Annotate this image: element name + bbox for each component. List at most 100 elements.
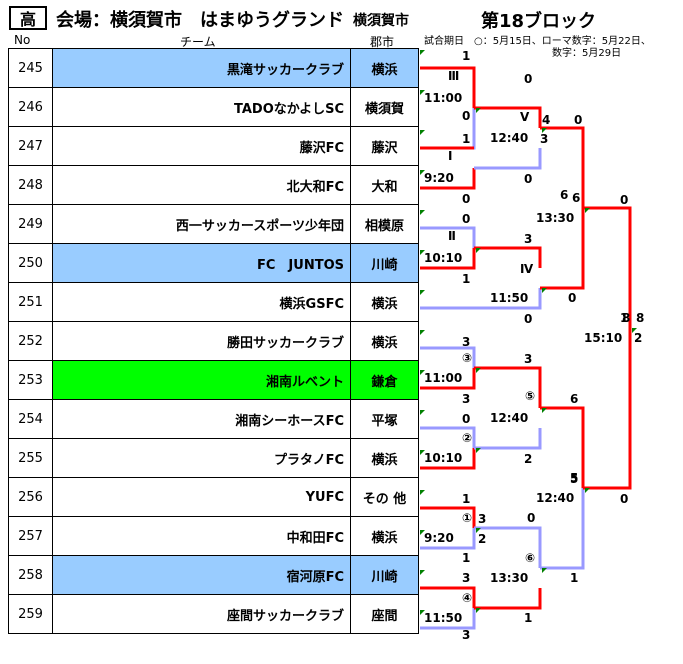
score: 0: [462, 412, 470, 426]
cell-comment-marker: [542, 408, 547, 413]
team-number: 253: [8, 360, 53, 400]
team-number: 250: [8, 243, 53, 283]
score: 6: [572, 191, 580, 205]
team-city: 川崎: [350, 555, 419, 595]
cell-comment-marker: [542, 128, 547, 133]
match-id: ⑥: [525, 551, 535, 565]
cell-comment-marker: [420, 130, 425, 135]
bracket-line: [474, 588, 542, 610]
team-name: 藤沢FC: [52, 126, 351, 166]
team-name: 湘南シーホースFC: [52, 399, 351, 439]
match-time: 13:30: [490, 571, 528, 585]
score: 0: [527, 511, 535, 525]
schedule-note-line: 数字：5月29日: [552, 48, 622, 59]
cell-comment-marker: [420, 370, 425, 375]
match-time: 11:50: [424, 611, 462, 625]
match-time: 12:40: [490, 131, 528, 145]
cell-comment-marker: [420, 330, 425, 335]
block-title: 第18ブロック: [481, 11, 597, 32]
match-id: ⑤: [525, 389, 535, 403]
score: 1: [462, 49, 470, 63]
team-number: 246: [8, 87, 53, 127]
team-number: 258: [8, 555, 53, 595]
match-time: 12:40: [490, 411, 528, 425]
cell-comment-marker: [476, 528, 481, 533]
bracket-line: [420, 226, 476, 248]
team-city: 横浜: [350, 48, 419, 88]
team-number: 256: [8, 477, 53, 517]
score: 1: [570, 571, 578, 585]
bracket-line: [540, 406, 585, 488]
cell-comment-marker: [420, 90, 425, 95]
score: 4: [542, 113, 550, 127]
cell-comment-marker: [420, 410, 425, 415]
bracket-line: [420, 608, 476, 630]
cell-comment-marker: [476, 608, 481, 613]
cell-comment-marker: [420, 450, 425, 455]
column-header-city: 郡市: [370, 35, 395, 49]
bracket-line: [420, 288, 542, 310]
bracket-line: [420, 528, 476, 550]
cell-comment-marker: [420, 250, 425, 255]
score: 1: [462, 132, 470, 146]
bracket-line: [583, 328, 632, 490]
team-name: 中和田FC: [52, 516, 351, 556]
cell-comment-marker: [420, 290, 425, 295]
score: 0: [462, 109, 470, 123]
score: 3: [462, 392, 470, 406]
team-name: 黒滝サッカークラブ: [52, 48, 351, 88]
score: 3: [462, 571, 470, 585]
bracket-line: [420, 506, 476, 528]
bracket-line: [420, 248, 476, 270]
match-time: 10:10: [424, 251, 462, 265]
bracket-line: [540, 126, 585, 208]
bracket-line: [540, 208, 585, 290]
bracket-line: [583, 206, 632, 328]
score: 3: [524, 352, 532, 366]
cell-comment-marker: [585, 208, 590, 213]
bracket-line: [420, 586, 476, 608]
team-name: 宿河原FC: [52, 555, 351, 595]
score: 3: [540, 132, 548, 146]
team-city: 横浜: [350, 282, 419, 322]
score: 0: [524, 72, 532, 86]
bracket-line: [474, 526, 542, 568]
score: 0: [462, 212, 470, 226]
match-id: 8: [622, 311, 630, 325]
score: 0: [568, 291, 576, 305]
cell-comment-marker: [585, 488, 590, 493]
match-time: 15:10: [584, 331, 622, 345]
score: 3: [462, 628, 470, 642]
score: 0: [524, 312, 532, 326]
cell-comment-marker: [542, 568, 547, 573]
score: 0: [620, 193, 628, 207]
bracket-line: [474, 366, 542, 408]
cell-comment-marker: [420, 210, 425, 215]
team-number: 245: [8, 48, 53, 88]
bracket-line: [420, 426, 476, 448]
bracket-line: [474, 106, 542, 128]
score: 0: [462, 192, 470, 206]
cell-comment-marker: [420, 490, 425, 495]
score: 3: [462, 335, 470, 349]
team-number: 257: [8, 516, 53, 556]
score: 1: [462, 492, 470, 506]
match-time: 10:10: [424, 451, 462, 465]
match-id: ①: [462, 511, 472, 525]
bracket-line: [540, 488, 585, 570]
match-time: 9:20: [424, 531, 454, 545]
match-id: Ⅲ: [448, 69, 459, 83]
team-number: 259: [8, 594, 53, 634]
match-time: 9:20: [424, 171, 454, 185]
score: 6: [570, 392, 578, 406]
